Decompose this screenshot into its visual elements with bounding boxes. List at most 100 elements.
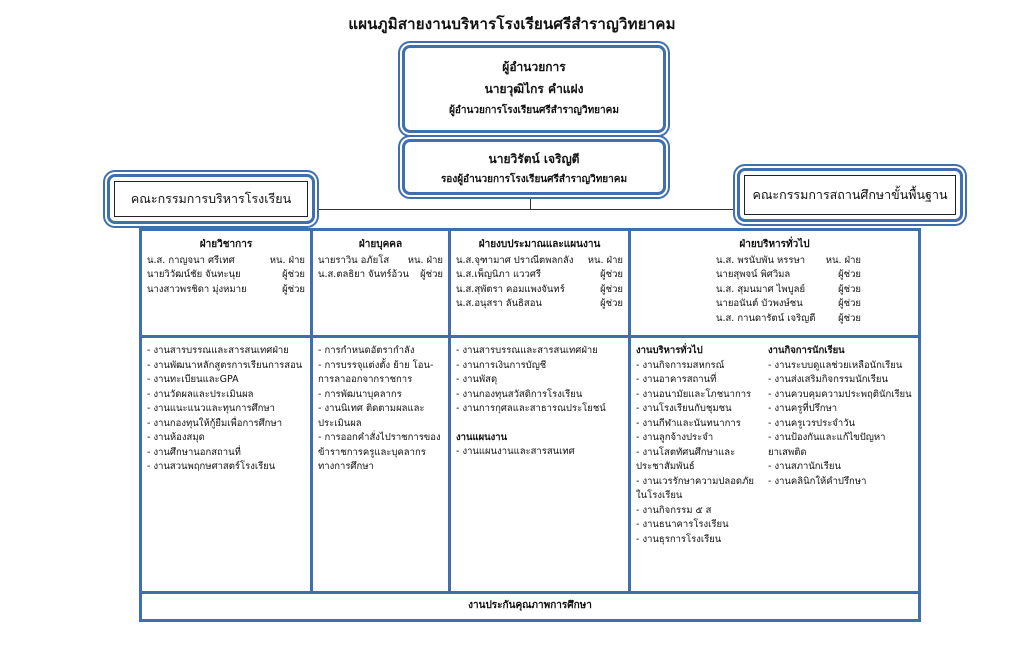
task-item: - งานโรงเรียนกับชุมชน xyxy=(636,403,732,414)
task-item: - งานเวรรักษาความปลอดภัย xyxy=(636,475,754,487)
task-item: ทางการศึกษา xyxy=(318,461,374,472)
basic-education-committee-label: คณะกรรมการสถานศึกษาขั้นพื้นฐาน xyxy=(744,175,956,215)
task-item: - งานอนามัยและโภชนาการ xyxy=(636,388,752,400)
dept-student-affairs-tasks: งานกิจการนักเรียน - งานระบบดูแลช่วยเหลือ… xyxy=(763,341,918,589)
dept-general-admin-tasks: งานบริหารทั่วไป - งานกิจการมสหกรณ์ - งาน… xyxy=(631,341,763,589)
staff-name: นางสาวพรชิดา มุ่งหมาย xyxy=(147,283,247,295)
deputy-box: นายวิรัตน์ เจริญตี รองผู้อำนวยการโรงเรีย… xyxy=(402,139,666,195)
chart-title: แผนภูมิสายงานบริหารโรงเรียนศรีสำราญวิทยา… xyxy=(348,15,676,33)
task-item: การลาออกจากราชการ xyxy=(318,374,413,385)
staff-name: น.ส.ตลธิยา จันทร์อ้วน xyxy=(318,269,410,280)
task-item: - การบรรจุแต่งตั้ง ย้าย โอน- xyxy=(318,359,434,371)
staff-row: นายสุพจน์ พิศวิมลผู้ช่วย xyxy=(716,268,861,283)
staff-row: น.ส.อนุสรา ลันธิสอน ผู้ช่วย xyxy=(456,297,623,312)
task-item: - งานพัฒนาหลักสูตรการเรียนการสอน xyxy=(147,359,303,371)
dept-academic-tasks: - งานสารบรรณและสารสนเทศฝ่าย - งานพัฒนาหล… xyxy=(142,341,310,589)
row-divider xyxy=(142,335,918,338)
task-item: ยาเสพติด xyxy=(768,446,807,458)
staff-role: หน. ฝ่าย xyxy=(825,254,861,266)
staff-role: ผู้ช่วย xyxy=(838,298,861,309)
staff-name: น.ส. สุมนมาศ ไพบูลย์ xyxy=(716,283,806,295)
staff-role: ผู้ช่วย xyxy=(282,283,305,295)
task-item: - งานธุรการโรงเรียน xyxy=(636,533,722,545)
staff-name: นายราวิน อภัยโส xyxy=(318,254,390,266)
dept-personnel-tasks: - การกำหนดอัตรากำลัง - การบรรจุแต่งตั้ง … xyxy=(313,341,448,589)
staff-row: น.ส. สุมนมาศ ไพบูลย์ ผู้ช่วย xyxy=(716,283,861,298)
task-item: - งานการเงินการบัญชี xyxy=(456,359,547,371)
staff-role: ผู้ช่วย xyxy=(600,298,623,309)
staff-role: หน. ฝ่าย xyxy=(269,254,305,266)
staff-name: น.ส.อนุสรา ลันธิสอน xyxy=(456,298,542,309)
task-item: - งานกิจกรรม ๕ ส xyxy=(636,504,712,516)
task-item: - งานระบบดูแลช่วยเหลือนักเรียน xyxy=(768,359,903,371)
task-item: - งานควบคุมความประพฤตินักเรียน xyxy=(768,388,912,400)
task-item: - งานทะเบียนและGPA xyxy=(147,374,239,385)
dept-general-header: ฝ่ายบริหารทั่วไป น.ส. พรนับพัน หรรษา หน. … xyxy=(631,235,918,335)
staff-row: นายวิวัฒน์ชัย จันทะนุย ผู้ช่วย xyxy=(147,268,305,283)
staff-role: หน. ฝ่าย xyxy=(407,254,443,266)
task-item: - งานป้องกันและแก้ไขปัญหา xyxy=(768,432,886,443)
dept-name: ฝ่ายงบประมาณและแผนงาน xyxy=(478,239,601,250)
staff-row: น.ส. กาญจนา ศรีเทศหน. ฝ่าย xyxy=(147,254,305,269)
director-name: นายวุฒิไกร คำแฝง xyxy=(484,82,584,96)
connector-deputy-down xyxy=(530,193,531,210)
task-item: ข้าราชการครูและบุคลากร xyxy=(318,446,426,458)
staff-name: น.ส. พรนับพัน หรรษา xyxy=(716,254,806,266)
task-item: ประเมินผล xyxy=(318,417,362,429)
task-item: - งานนิเทศ ติดตามผลและ xyxy=(318,403,425,414)
task-item: - งานสารบรรณและสารสนเทศฝ่าย xyxy=(456,345,598,356)
school-admin-committee-label: คณะกรรมการบริหารโรงเรียน xyxy=(114,181,308,217)
staff-row: น.ส. พรนับพัน หรรษา หน. ฝ่าย xyxy=(716,254,861,269)
planning-subheading: งานแผนงาน xyxy=(456,431,508,443)
task-item: - งานกองทุนให้กู้ยืมเพื่อการศึกษา xyxy=(147,417,283,429)
staff-role: ผู้ช่วย xyxy=(600,283,623,295)
task-item: - งานพัสดุ xyxy=(456,374,498,385)
staff-row: น.ส.จุฑามาศ ปราณีตพลกลังหน. ฝ่าย xyxy=(456,254,623,269)
staff-role: ผู้ช่วย xyxy=(838,283,861,295)
general-admin-subheading: งานบริหารทั่วไป xyxy=(636,345,703,356)
connector-committees xyxy=(313,209,733,210)
staff-role: ผู้ช่วย xyxy=(838,312,861,324)
staff-name: น.ส.เพ็ญนิภา แววศรี xyxy=(456,269,541,280)
staff-row: น.ส.สุพัตรา คอมแพงจันทร์ ผู้ช่วย xyxy=(456,283,623,298)
dept-name: ฝ่ายวิชาการ xyxy=(199,239,253,250)
staff-row: น.ส.ตลธิยา จันทร์อ้วนผู้ช่วย xyxy=(318,268,443,283)
task-item: - งานโสตทัศนศึกษาและ xyxy=(636,446,736,458)
column-divider xyxy=(628,231,631,591)
task-item: - งานกองทุนสวัสดิการโรงเรียน xyxy=(456,388,583,400)
staff-name: นายอนันต์ บัวพงษ์ชน xyxy=(716,298,803,309)
task-item: - งานสารบรรณและสารสนเทศฝ่าย xyxy=(147,345,289,356)
director-box: ผู้อำนวยการ นายวุฒิไกร คำแฝง ผู้อำนวยการ… xyxy=(402,45,666,133)
basic-education-committee-box: คณะกรรมการสถานศึกษาขั้นพื้นฐาน xyxy=(737,168,963,222)
staff-name: น.ส. กานดารัตน์ เจริญตี xyxy=(716,312,816,324)
dept-budget-tasks: - งานสารบรรณและสารสนเทศฝ่าย - งานการเงิน… xyxy=(451,341,628,589)
task-item: - งานห้องสมุด xyxy=(147,432,205,443)
task-item: - งานการกุศลและสาธารณประโยชน์ xyxy=(456,403,606,414)
task-item: - งานส่งเสริมกิจกรรมนักเรียน xyxy=(768,374,888,385)
task-item: - งานศึกษานอกสถานที่ xyxy=(147,446,241,458)
row-divider xyxy=(142,591,918,594)
staff-role: ผู้ช่วย xyxy=(600,269,623,280)
staff-name: น.ส.สุพัตรา คอมแพงจันทร์ xyxy=(456,283,565,295)
task-item: ประชาสัมพันธ์ xyxy=(636,461,695,472)
staff-row: นายอนันต์ บัวพงษ์ชน ผู้ช่วย xyxy=(716,297,861,312)
task-item: - งานครูเวรประจำวัน xyxy=(768,417,856,429)
task-item: - งานแนะแนวและทุนการศึกษา xyxy=(147,403,275,414)
student-affairs-subheading: งานกิจการนักเรียน xyxy=(768,345,845,356)
dept-academic-header: ฝ่ายวิชาการ น.ส. กาญจนา ศรีเทศหน. ฝ่าย น… xyxy=(142,235,310,335)
dept-name: ฝ่ายบริหารทั่วไป xyxy=(739,239,810,250)
staff-row: นายราวิน อภัยโส หน. ฝ่าย xyxy=(318,254,443,269)
staff-role: ผู้ช่วย xyxy=(282,269,305,280)
staff-row: นางสาวพรชิดา มุ่งหมาย ผู้ช่วย xyxy=(147,283,305,298)
staff-role: ผู้ช่วย xyxy=(838,269,861,280)
column-divider xyxy=(310,231,313,591)
staff-name: นายวิวัฒน์ชัย จันทะนุย xyxy=(147,269,241,280)
dept-personnel-header: ฝ่ายบุคคล นายราวิน อภัยโสหน. ฝ่าย น.ส.ตล… xyxy=(313,235,448,335)
quality-assurance-row: งานประกันคุณภาพการศึกษา xyxy=(468,600,592,611)
task-item: - งานสภานักเรียน xyxy=(768,461,841,472)
task-item: - งานลูกจ้างประจำ xyxy=(636,432,714,443)
task-item: - งานวัดผลและประเมินผล xyxy=(147,388,254,400)
connector-director-deputy xyxy=(530,131,531,139)
task-item: - การพัฒนาบุคลากร xyxy=(318,388,402,400)
staff-name: น.ส.จุฑามาศ ปราณีตพลกลัง xyxy=(456,254,574,266)
